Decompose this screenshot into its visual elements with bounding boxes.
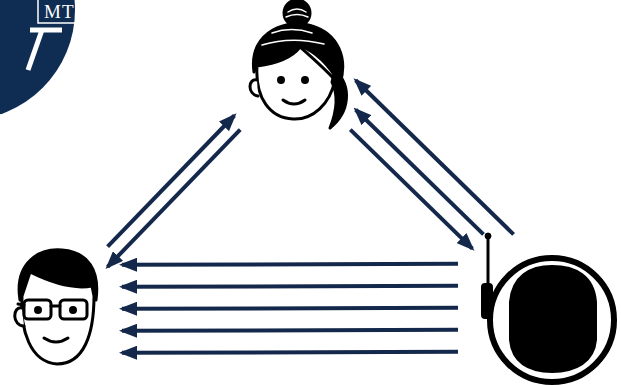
message-arrow [108,116,235,247]
message-arrow [122,330,458,331]
message-arrow [122,352,458,353]
message-arrow [122,264,458,265]
man-avatar [12,250,102,368]
message-arrow [356,110,484,235]
woman-face [250,0,346,128]
message-arrow [122,308,458,309]
message-arrow [356,80,514,234]
message-arrow [350,130,472,249]
astronaut-helmet [482,233,614,382]
woman-avatar [240,2,350,124]
message-arrow [108,130,241,267]
astronaut-avatar [478,240,613,375]
logo-text: MT [44,2,75,22]
logo-badge [0,0,78,120]
man-face [15,250,97,364]
message-arrow [122,286,458,287]
